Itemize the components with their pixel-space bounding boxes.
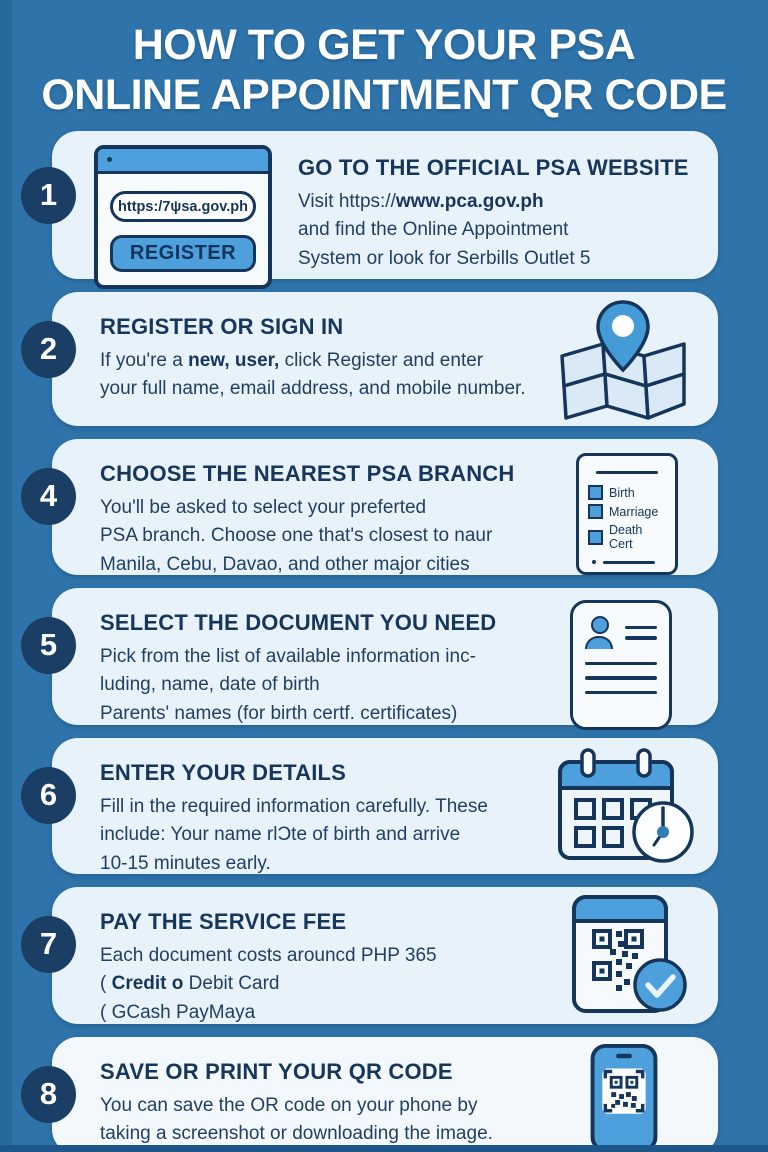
step-number: 5 [39,627,58,663]
qr-payment-check-icon [560,893,690,1022]
phone-qr-icon [578,1043,670,1152]
step-number-badge: 7 [21,915,76,973]
step-heading: SAVE OR PRINT YOUR QR CODE [100,1058,453,1084]
step-number: 4 [39,478,58,514]
checkbox-icon [588,485,603,501]
step-heading: CHOOSE THE NEAREST PSA BRANCH [100,460,515,486]
browser-window-icon: https:/7ψsa.gov.ph REGISTER [94,144,272,289]
step-number: 2 [39,331,58,367]
step-card-1: 1 https:/7ψsa.gov.ph REGISTER GO TO THE … [21,130,718,289]
step-body: You'll be asked to select your preferted… [100,496,493,575]
checkbox-icon [588,529,603,545]
page-title-line2: ONLINE APPOINTMENT QR CODE [41,70,727,119]
step-body: You can save the OR code on your phone b… [100,1094,493,1145]
step-card-4: 4 CHOOSE THE NEAREST PSA BRANCH You'll b… [21,438,718,575]
checklist-label: Death Cert [609,523,643,552]
calendar-clock-icon [550,746,700,873]
browser-titlebar [98,148,268,174]
step-card-6: 6 ENTER YOUR DETAILS Fill in the require… [21,737,718,874]
step-heading: PAY THE SERVICE FEE [100,908,347,934]
step-heading: ENTER YOUR DETAILS [100,759,347,785]
checklist-label: Marriage [609,504,659,519]
step-number: 6 [39,777,58,813]
step-number-badge: 4 [21,467,76,525]
steps-list: 1 https:/7ψsa.gov.ph REGISTER GO TO THE … [21,130,718,1152]
step-body: If you're a new, user, click Register an… [100,349,526,400]
document-checklist-icon: Birth Marriage Death Cert [576,452,678,575]
step-number-badge: 2 [21,320,76,378]
step-card-2: 2 REGISTER OR SIGN IN If you're a new, u… [21,291,718,426]
checklist-row: Birth [588,485,666,501]
doc-footer-line [592,560,666,565]
step-card-8: 8 SAVE OR PRINT YOUR QR CODE You can sav… [21,1036,718,1152]
checklist-label: Birth [609,485,635,500]
checklist-row: Death Cert [588,523,666,551]
step-number: 8 [39,1076,58,1112]
page-title-line1: HOW TO GET YOUR PSA [132,21,636,69]
page-title: HOW TO GET YOUR PSA ONLINE APPOINTMENT Q… [0,0,768,121]
step-heading: REGISTER OR SIGN IN [100,313,344,339]
step-card-7: 7 PAY THE SERVICE FEE Each document cost… [21,886,718,1024]
browser-dot-icon [107,156,112,162]
step-number: 1 [39,177,58,213]
step-number-badge: 6 [21,766,76,824]
checklist-row: Marriage [588,504,666,520]
step-number-badge: 1 [21,166,76,224]
step-heading: SELECT THE DOCUMENT YOU NEED [100,609,497,635]
doc-title-line [596,470,658,475]
step-card-5: 5 SELECT THE DOCUMENT YOU NEED Pick from… [21,587,718,730]
person-icon [585,615,615,649]
step-number: 7 [39,926,58,962]
checkbox-icon [588,504,603,520]
map-pin-icon [546,298,696,431]
step-number-badge: 8 [21,1065,76,1123]
step-number-badge: 5 [21,616,76,674]
url-bar: https:/7ψsa.gov.ph [110,190,256,222]
step-body: Pick from the list of available informat… [100,645,476,724]
step-heading: GO TO THE OFFICIAL PSA WEBSITE [298,154,689,180]
id-card-icon [570,599,672,730]
step-body: Each document costs arouncd PHP 365 ( Cr… [100,944,437,1023]
step-body: Visit https://www.pca.gov.ph and find th… [298,190,591,269]
step-body: Fill in the required information careful… [100,795,488,874]
register-button-graphic: REGISTER [110,234,256,272]
